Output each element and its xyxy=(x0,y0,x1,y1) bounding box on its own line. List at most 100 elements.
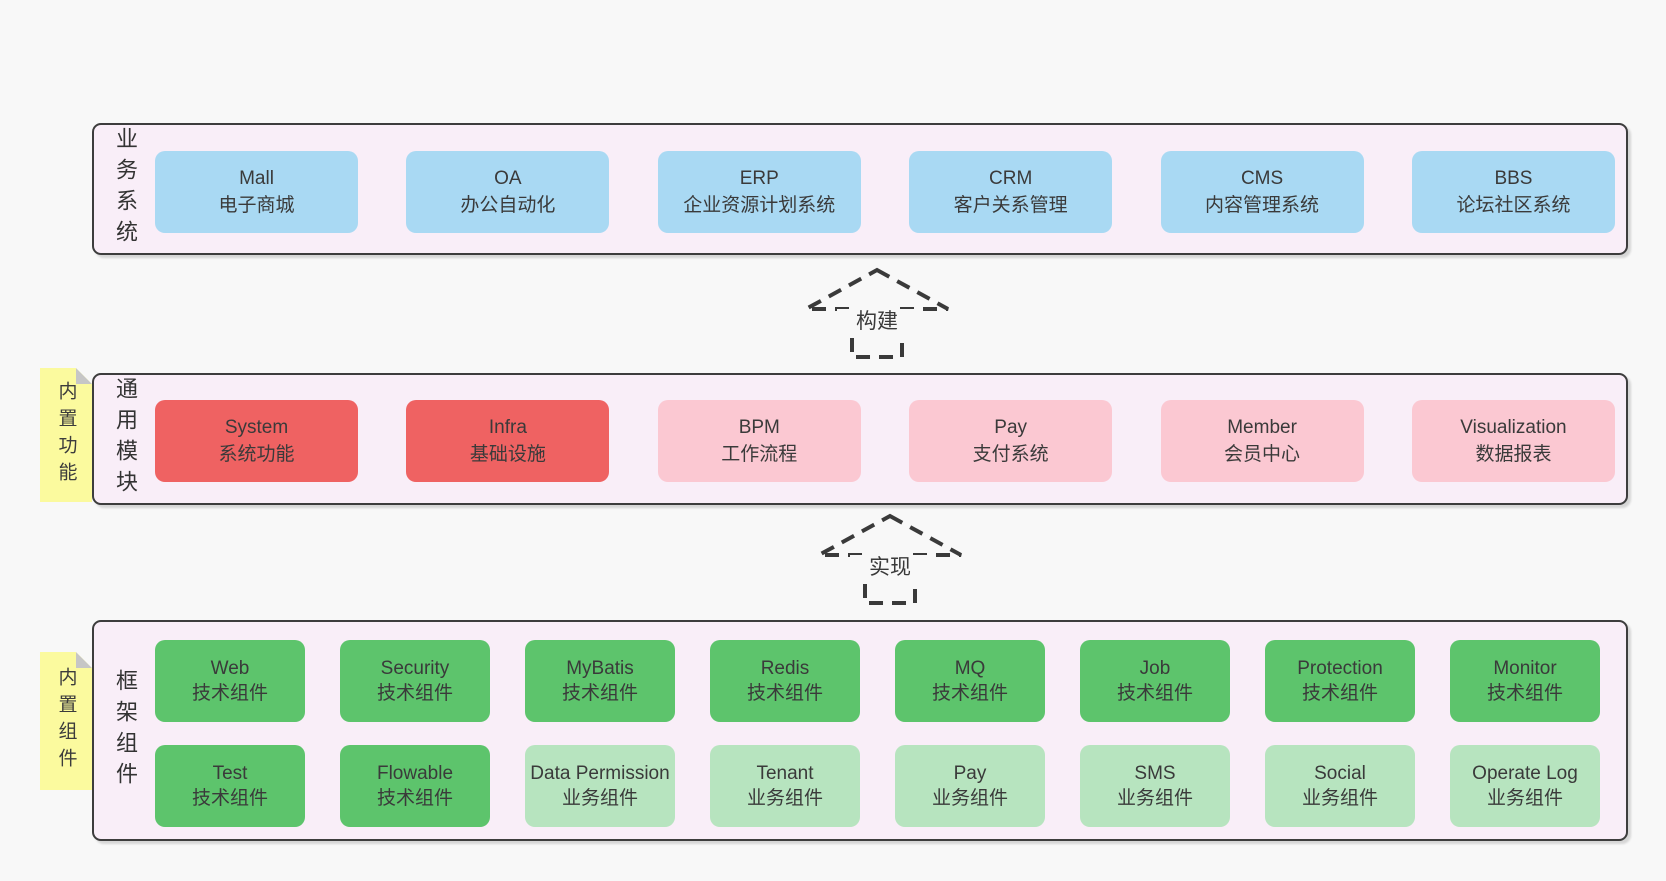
box-job: Job 技术组件 xyxy=(1080,640,1230,722)
box-title: Infra xyxy=(488,417,527,438)
box-subtitle: 论坛社区系统 xyxy=(1456,195,1571,216)
box-bbs: BBS 论坛社区系统 xyxy=(1411,151,1615,233)
sticky-note-label: 内置组件 xyxy=(55,667,77,775)
box-title: BBS xyxy=(1494,168,1533,189)
panel-business-systems: 业务系统 Mall 电子商城 OA 办公自动化 ERP 企业资源计划系统 CRM… xyxy=(92,123,1628,255)
box-title: MyBatis xyxy=(566,658,634,679)
box-subtitle: 业务组件 xyxy=(746,788,823,809)
box-protection: Protection 技术组件 xyxy=(1265,640,1415,722)
sticky-note-label: 内置功能 xyxy=(55,381,77,489)
box-subtitle: 技术组件 xyxy=(376,683,453,704)
box-title: CMS xyxy=(1240,168,1284,189)
box-subtitle: 技术组件 xyxy=(191,788,268,809)
box-subtitle: 办公自动化 xyxy=(460,195,556,216)
panel-framework-components: 框架组件 Web 技术组件 Security 技术组件 MyBatis 技术组件… xyxy=(92,620,1628,841)
box-title: Pay xyxy=(994,417,1028,438)
box-subtitle: 技术组件 xyxy=(746,683,823,704)
box-cms: CMS 内容管理系统 xyxy=(1160,151,1364,233)
note-fold-icon xyxy=(76,368,92,384)
box-title: OA xyxy=(494,168,522,189)
box-erp: ERP 企业资源计划系统 xyxy=(657,151,861,233)
sticky-note-built-in-components: 内置组件 xyxy=(40,652,92,790)
box-subtitle: 客户关系管理 xyxy=(953,195,1068,216)
box-subtitle: 业务组件 xyxy=(931,788,1008,809)
box-subtitle: 业务组件 xyxy=(561,788,638,809)
box-subtitle: 技术组件 xyxy=(931,683,1008,704)
panel-common-modules: 通用模块 System 系统功能 Infra 基础设施 BPM 工作流程 Pay… xyxy=(92,373,1628,505)
box-title: Mall xyxy=(239,168,274,189)
box-title: Operate Log xyxy=(1472,763,1578,784)
box-subtitle: 业务组件 xyxy=(1301,788,1378,809)
box-oa: OA 办公自动化 xyxy=(406,151,610,233)
business-systems-row: Mall 电子商城 OA 办公自动化 ERP 企业资源计划系统 CRM 客户关系… xyxy=(155,151,1615,233)
sticky-note-built-in-features: 内置功能 xyxy=(40,368,92,502)
box-title: Social xyxy=(1314,763,1366,784)
panel-label-business-systems: 业务系统 xyxy=(113,127,138,251)
arrow-up-implement-icon xyxy=(818,513,962,605)
box-subtitle: 技术组件 xyxy=(1486,683,1563,704)
box-title: CRM xyxy=(989,168,1033,189)
box-subtitle: 会员中心 xyxy=(1224,444,1301,465)
box-member: Member 会员中心 xyxy=(1160,400,1364,482)
panel-label-framework-components: 框架组件 xyxy=(113,668,138,793)
box-subtitle: 工作流程 xyxy=(721,444,798,465)
box-pay-component: Pay 业务组件 xyxy=(895,745,1045,827)
arrow-build-label: 构建 xyxy=(837,309,917,335)
box-title: System xyxy=(224,417,289,438)
box-title: Member xyxy=(1227,417,1297,438)
box-title: Visualization xyxy=(1460,417,1567,438)
box-pay-system: Pay 支付系统 xyxy=(909,400,1113,482)
box-title: Security xyxy=(380,658,450,679)
box-title: Pay xyxy=(953,763,987,784)
box-web: Web 技术组件 xyxy=(155,640,305,722)
box-title: BPM xyxy=(738,417,780,438)
box-title: Web xyxy=(210,658,250,679)
box-subtitle: 数据报表 xyxy=(1475,444,1552,465)
box-title: Protection xyxy=(1297,658,1383,679)
box-visualization: Visualization 数据报表 xyxy=(1411,400,1615,482)
box-subtitle: 内容管理系统 xyxy=(1205,195,1320,216)
box-title: ERP xyxy=(739,168,779,189)
box-subtitle: 技术组件 xyxy=(191,683,268,704)
box-title: Data Permission xyxy=(530,763,670,784)
box-test: Test 技术组件 xyxy=(155,745,305,827)
box-data-permission: Data Permission 业务组件 xyxy=(525,745,675,827)
box-bpm: BPM 工作流程 xyxy=(657,400,861,482)
box-infra: Infra 基础设施 xyxy=(406,400,610,482)
arrow-up-build-icon xyxy=(805,267,949,359)
box-subtitle: 系统功能 xyxy=(218,444,295,465)
box-subtitle: 技术组件 xyxy=(1301,683,1378,704)
box-subtitle: 支付系统 xyxy=(972,444,1049,465)
box-title: Monitor xyxy=(1493,658,1557,679)
box-title: Flowable xyxy=(376,763,454,784)
box-title: Tenant xyxy=(756,763,814,784)
box-subtitle: 技术组件 xyxy=(376,788,453,809)
box-subtitle: 技术组件 xyxy=(561,683,638,704)
box-security: Security 技术组件 xyxy=(340,640,490,722)
box-title: Job xyxy=(1139,658,1171,679)
box-subtitle: 电子商城 xyxy=(218,195,295,216)
box-title: MQ xyxy=(954,658,986,679)
box-subtitle: 基础设施 xyxy=(469,444,546,465)
framework-components-grid: Web 技术组件 Security 技术组件 MyBatis 技术组件 Redi… xyxy=(155,640,1600,827)
box-sms: SMS 业务组件 xyxy=(1080,745,1230,827)
box-subtitle: 业务组件 xyxy=(1486,788,1563,809)
box-monitor: Monitor 技术组件 xyxy=(1450,640,1600,722)
note-fold-icon xyxy=(76,652,92,668)
box-title: Redis xyxy=(760,658,810,679)
box-mybatis: MyBatis 技术组件 xyxy=(525,640,675,722)
box-title: Test xyxy=(212,763,248,784)
box-system: System 系统功能 xyxy=(155,400,358,482)
box-mq: MQ 技术组件 xyxy=(895,640,1045,722)
box-mall: Mall 电子商城 xyxy=(155,151,358,233)
box-tenant: Tenant 业务组件 xyxy=(710,745,860,827)
box-subtitle: 技术组件 xyxy=(1116,683,1193,704)
box-subtitle: 企业资源计划系统 xyxy=(683,195,836,216)
box-operate-log: Operate Log 业务组件 xyxy=(1450,745,1600,827)
box-subtitle: 业务组件 xyxy=(1116,788,1193,809)
box-crm: CRM 客户关系管理 xyxy=(909,151,1113,233)
box-redis: Redis 技术组件 xyxy=(710,640,860,722)
box-flowable: Flowable 技术组件 xyxy=(340,745,490,827)
panel-label-common-modules: 通用模块 xyxy=(113,377,138,501)
